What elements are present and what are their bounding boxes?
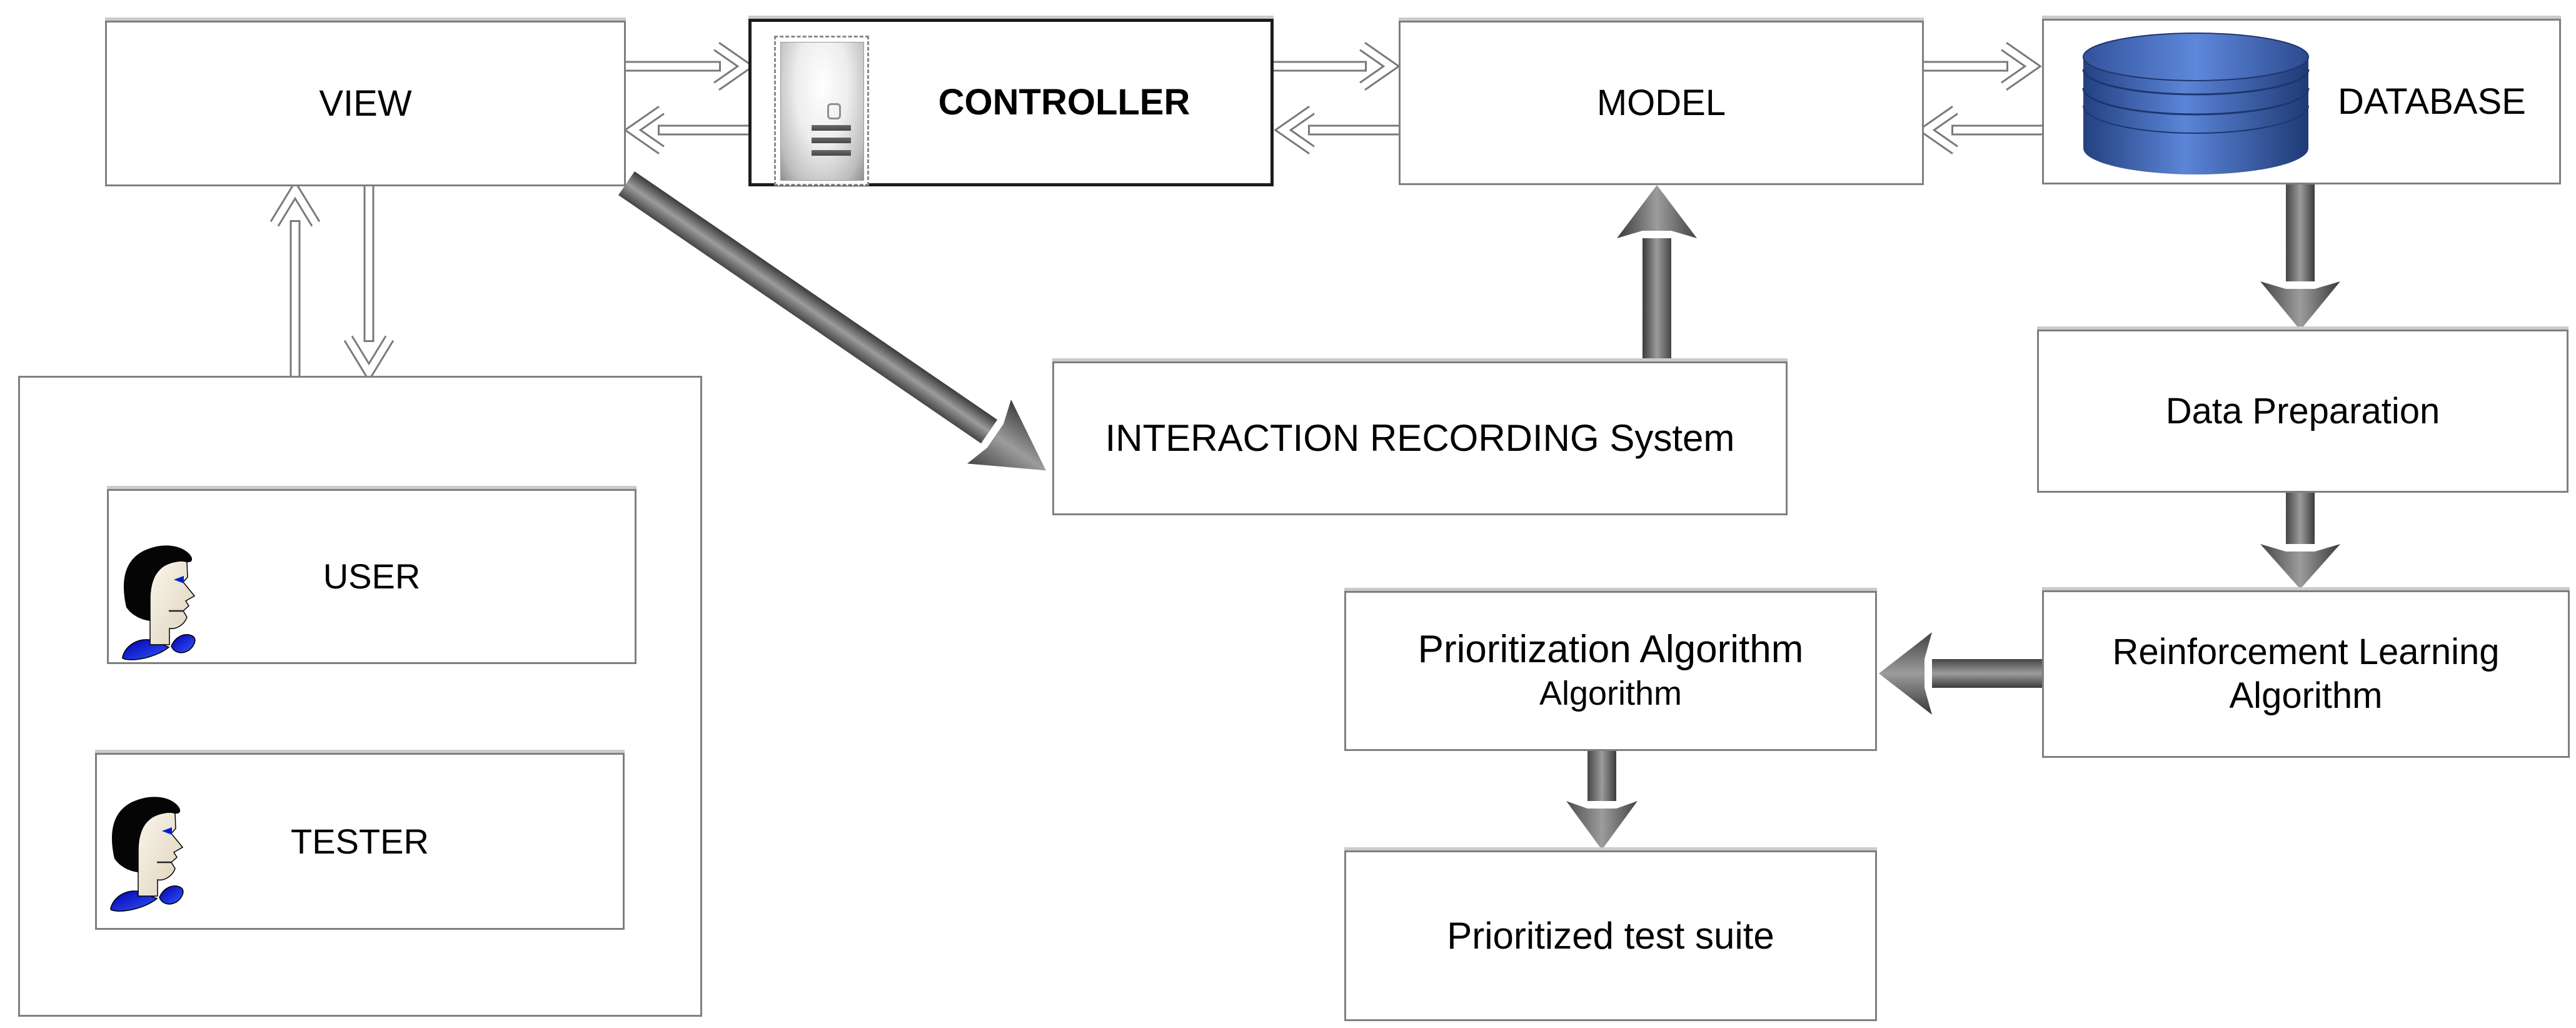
model-box: MODEL (1399, 21, 1924, 185)
tester-box: TESTER (95, 753, 625, 930)
user-label: USER (323, 557, 421, 597)
interaction-to-model-arrow (1617, 185, 1697, 361)
interaction-recording-box: INTERACTION RECORDING System (1052, 361, 1788, 515)
person-face-icon (107, 792, 201, 918)
user-box: USER (107, 489, 636, 664)
server-tower-icon (774, 36, 869, 186)
prioritization-to-testsuite-arrow (1566, 750, 1638, 850)
reinforcement-learning-label-line1: Reinforcement Learning (2112, 632, 2500, 673)
controller-box: CONTROLLER (748, 19, 1274, 186)
tester-label: TESTER (291, 821, 429, 861)
controller-to-model-arrow-right (1270, 42, 1401, 91)
view-to-actors-arrow-down (343, 185, 395, 383)
model-to-database-arrow-right (1921, 42, 2042, 91)
model-to-controller-arrow-left (1274, 106, 1402, 154)
controller-to-view-arrow-left (623, 106, 752, 154)
database-to-model-arrow-left (1917, 106, 2045, 154)
prioritized-test-suite-box: Prioritized test suite (1344, 850, 1877, 1021)
data-preparation-box: Data Preparation (2037, 330, 2568, 493)
prioritization-algorithm-box: Prioritization Algorithm Algorithm (1344, 591, 1877, 751)
reinforcement-learning-label-line2: Algorithm (2229, 675, 2383, 716)
view-to-interaction-arrow (618, 171, 1046, 471)
database-box: DATABASE (2042, 19, 2561, 184)
actors-to-view-arrow-up (269, 179, 321, 378)
prioritization-algorithm-label-line1: Prioritization Algorithm (1417, 628, 1804, 672)
database-label: DATABASE (2338, 81, 2526, 122)
prioritization-algorithm-label-line2: Algorithm (1539, 675, 1683, 713)
reinforcement-learning-box: Reinforcement Learning Algorithm (2042, 590, 2570, 758)
person-face-icon (119, 541, 213, 667)
controller-label: CONTROLLER (938, 82, 1190, 123)
reinforcement-to-prioritization-arrow (1879, 632, 2042, 715)
model-label: MODEL (1596, 82, 1726, 123)
datapreparation-to-reinforcement-arrow (2260, 491, 2340, 589)
database-to-datapreparation-arrow (2260, 183, 2340, 330)
view-box: VIEW (105, 21, 626, 186)
data-preparation-label: Data Preparation (2165, 390, 2440, 431)
view-label: VIEW (319, 83, 412, 124)
prioritized-test-suite-label: Prioritized test suite (1447, 914, 1774, 957)
interaction-recording-label: INTERACTION RECORDING System (1105, 417, 1735, 459)
database-cylinder-icon (2080, 31, 2312, 180)
view-to-controller-arrow-right (622, 42, 755, 91)
